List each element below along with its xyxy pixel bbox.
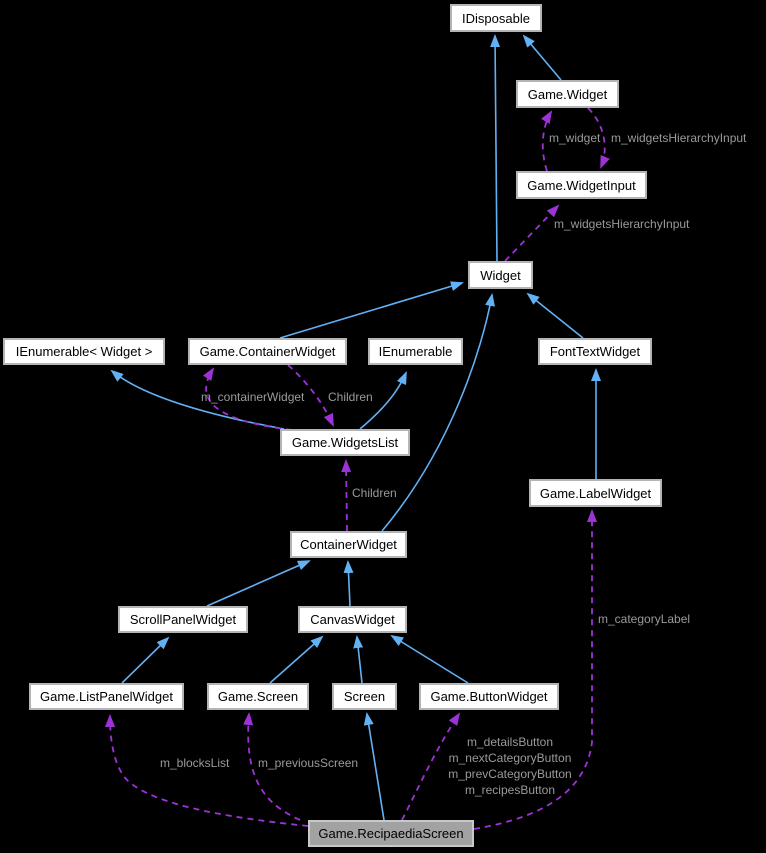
node-scrollpanelwidget[interactable]: ScrollPanelWidget bbox=[118, 606, 248, 633]
node-ienumerable-widget[interactable]: IEnumerable< Widget > bbox=[3, 338, 165, 365]
node-game-recipaediascreen: Game.RecipaediaScreen bbox=[308, 820, 474, 847]
edge-inheritance-widget-to-idisposable bbox=[490, 34, 501, 262]
node-widget[interactable]: Widget bbox=[468, 261, 533, 289]
edge-label-children: Children bbox=[328, 390, 373, 404]
edge-label-m-previousscreen: m_previousScreen bbox=[258, 756, 359, 770]
edge-inheritance-game-listpanelwidget-to-scrollpanelwidget bbox=[121, 636, 170, 684]
node-game-buttonwidget[interactable]: Game.ButtonWidget bbox=[419, 683, 559, 710]
edge-usage-containerwidget-to-game-widgetslist bbox=[341, 459, 352, 532]
node-game-labelwidget[interactable]: Game.LabelWidget bbox=[529, 479, 662, 507]
edge-usage-game-containerwidget-to-game-widgetslist bbox=[287, 364, 334, 427]
edge-inheritance-fonttextwidget-to-widget bbox=[526, 292, 584, 339]
edge-label-m-widgetshierarchyinput: m_widgetsHierarchyInput bbox=[611, 131, 747, 145]
edge-usage-game-recipaediascreen-to-game-labelwidget bbox=[473, 509, 597, 830]
edge-inheritance-containerwidget-to-widget bbox=[381, 293, 495, 532]
edge-label-m-categorylabel: m_categoryLabel bbox=[598, 612, 691, 626]
node-game-listpanelwidget[interactable]: Game.ListPanelWidget bbox=[29, 683, 184, 710]
edge-label-m-nextcategorybutton: m_nextCategoryButton bbox=[448, 751, 572, 765]
edge-usage-game-recipaediascreen-to-game-listpanelwidget bbox=[105, 714, 309, 827]
edge-label-m-widget: m_widget bbox=[549, 131, 601, 145]
node-canvaswidget[interactable]: CanvasWidget bbox=[298, 606, 407, 633]
node-game-screen[interactable]: Game.Screen bbox=[207, 683, 309, 710]
edge-inheritance-game-widgetslist-to-ienumerable bbox=[359, 371, 407, 430]
node-game-widgetslist[interactable]: Game.WidgetsList bbox=[280, 429, 410, 456]
edge-usage-game-widgetinput-to-game-widget bbox=[541, 110, 553, 172]
node-containerwidget[interactable]: ContainerWidget bbox=[290, 531, 407, 558]
edge-inheritance-game-widget-to-idisposable bbox=[522, 34, 562, 81]
edge-label-children: Children bbox=[352, 486, 397, 500]
edge-usage-widget-to-game-widgetinput bbox=[504, 204, 560, 262]
node-ienumerable[interactable]: IEnumerable bbox=[368, 338, 463, 365]
edge-label-m-recipesbutton: m_recipesButton bbox=[464, 783, 556, 797]
edge-label-m-detailsbutton: m_detailsButton bbox=[466, 735, 554, 749]
node-game-widgetinput[interactable]: Game.WidgetInput bbox=[516, 171, 647, 199]
node-screen[interactable]: Screen bbox=[332, 683, 397, 710]
edge-inheritance-scrollpanelwidget-to-containerwidget bbox=[206, 560, 311, 607]
node-game-containerwidget[interactable]: Game.ContainerWidget bbox=[188, 338, 347, 365]
edge-usage-game-widget-to-game-widgetinput bbox=[587, 107, 610, 169]
node-game-widget[interactable]: Game.Widget bbox=[516, 80, 619, 108]
edge-usage-game-recipaediascreen-to-game-screen bbox=[243, 712, 301, 821]
edge-label-m-widgetshierarchyinput: m_widgetsHierarchyInput bbox=[554, 217, 690, 231]
node-idisposable[interactable]: IDisposable bbox=[450, 4, 542, 32]
edge-inheritance-game-containerwidget-to-widget bbox=[279, 281, 464, 339]
edge-inheritance-canvaswidget-to-containerwidget bbox=[343, 560, 354, 607]
edge-label-m-prevcategorybutton: m_prevCategoryButton bbox=[448, 767, 572, 781]
edge-label-m-containerwidget: m_containerWidget bbox=[201, 390, 305, 404]
edge-inheritance-game-buttonwidget-to-canvaswidget bbox=[390, 634, 469, 684]
node-fonttextwidget[interactable]: FontTextWidget bbox=[538, 338, 652, 365]
edge-inheritance-game-recipaediascreen-to-screen bbox=[363, 712, 385, 821]
edge-label-m-blockslist: m_blocksList bbox=[160, 756, 230, 770]
edge-inheritance-screen-to-canvaswidget bbox=[353, 635, 364, 684]
edge-inheritance-game-screen-to-canvaswidget bbox=[269, 635, 324, 684]
